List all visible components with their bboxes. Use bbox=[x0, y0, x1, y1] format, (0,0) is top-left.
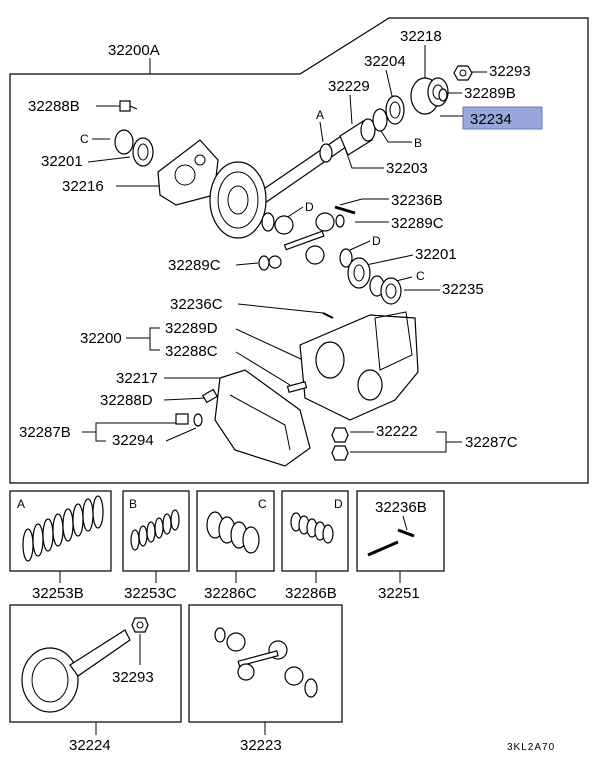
callout-32288D[interactable]: 32288D bbox=[100, 392, 153, 409]
washer-32289C bbox=[335, 214, 345, 228]
pin-32236C bbox=[322, 312, 334, 319]
pin-32236B bbox=[334, 205, 356, 215]
callout-32289C-left[interactable]: 32289C bbox=[168, 257, 221, 274]
svg-text:D: D bbox=[334, 497, 343, 511]
callout-32234[interactable]: 32234 bbox=[470, 111, 512, 128]
callout-32294[interactable]: 32294 bbox=[112, 432, 154, 449]
pinion-shaft bbox=[254, 118, 376, 206]
callout-32201-top[interactable]: 32201 bbox=[41, 153, 83, 170]
callout-32287B[interactable]: 32287B bbox=[19, 424, 71, 441]
kit-label-32251[interactable]: 32251 bbox=[378, 585, 420, 602]
housing-32200 bbox=[299, 311, 419, 421]
callout-32236C[interactable]: 32236C bbox=[170, 296, 223, 313]
ring-gear bbox=[209, 161, 267, 239]
marker-A: A bbox=[316, 108, 324, 122]
shim-D-right bbox=[339, 248, 353, 268]
set-box-32223[interactable] bbox=[188, 604, 343, 723]
shim-C-left bbox=[114, 129, 134, 155]
marker-C-right: C bbox=[416, 269, 425, 283]
flange-32218 bbox=[410, 77, 449, 115]
callout-32222[interactable]: 32222 bbox=[376, 423, 418, 440]
assembly-frame bbox=[9, 17, 589, 484]
bearing-32204 bbox=[372, 95, 405, 132]
plug-32287C bbox=[331, 427, 349, 461]
highlight-box[interactable] bbox=[462, 106, 543, 130]
marker-D-upper: D bbox=[305, 200, 314, 214]
plug-32287B bbox=[175, 413, 189, 425]
bolt-32288C bbox=[286, 381, 308, 393]
marker-C-left: C bbox=[80, 132, 89, 146]
marker-B: B bbox=[414, 136, 422, 150]
set-label-32224[interactable]: 32224 bbox=[69, 737, 111, 754]
kit-label-32286C[interactable]: 32286C bbox=[204, 585, 257, 602]
callout-32293[interactable]: 32293 bbox=[489, 63, 531, 80]
callout-32289D[interactable]: 32289D bbox=[165, 320, 218, 337]
kit-label-32286B[interactable]: 32286B bbox=[285, 585, 337, 602]
kit-box-C[interactable]: C bbox=[196, 490, 275, 572]
drawing-code: 3KL2A70 bbox=[507, 742, 555, 753]
callout-32287C[interactable]: 32287C bbox=[465, 434, 518, 451]
svg-text:C: C bbox=[258, 497, 267, 511]
callout-32216[interactable]: 32216 bbox=[62, 178, 104, 195]
callout-32200[interactable]: 32200 bbox=[80, 330, 122, 347]
bolt-32288B bbox=[119, 100, 138, 112]
side-gear-set bbox=[258, 212, 335, 271]
callout-32235[interactable]: 32235 bbox=[442, 281, 484, 298]
washer-32289B bbox=[438, 88, 448, 102]
kit-box-pins[interactable]: 32236B bbox=[356, 490, 445, 572]
kit-box-B[interactable]: B bbox=[122, 490, 190, 572]
kit-label-32253C[interactable]: 32253C bbox=[124, 585, 177, 602]
callout-32236B-main[interactable]: 32236B bbox=[391, 192, 443, 209]
cover-32217 bbox=[214, 369, 311, 467]
assembly-label: 32200A bbox=[108, 42, 160, 59]
kit-box-A[interactable]: A bbox=[9, 490, 112, 572]
callout-32289B[interactable]: 32289B bbox=[464, 85, 516, 102]
callout-32201-right[interactable]: 32201 bbox=[415, 246, 457, 263]
callout-32203[interactable]: 32203 bbox=[386, 160, 428, 177]
shim-A bbox=[319, 143, 333, 163]
gasket-32294 bbox=[193, 413, 203, 427]
bearing-32235 bbox=[380, 277, 402, 305]
set-box-32224[interactable]: 32293 bbox=[9, 604, 182, 723]
marker-D-right: D bbox=[372, 234, 381, 248]
kit-box-D[interactable]: D bbox=[281, 490, 349, 572]
callout-32204[interactable]: 32204 bbox=[364, 53, 406, 70]
callout-32229[interactable]: 32229 bbox=[328, 78, 370, 95]
bearing-32201-left bbox=[132, 137, 154, 167]
callout-32288C[interactable]: 32288C bbox=[165, 343, 218, 360]
svg-text:32236B: 32236B bbox=[375, 499, 427, 516]
callout-32288B[interactable]: 32288B bbox=[28, 98, 80, 115]
set-label-32223[interactable]: 32223 bbox=[240, 737, 282, 754]
bolt-32288D bbox=[201, 388, 219, 404]
callout-32217[interactable]: 32217 bbox=[116, 370, 158, 387]
kit-label-32253B[interactable]: 32253B bbox=[32, 585, 84, 602]
callout-32289C-right[interactable]: 32289C bbox=[391, 215, 444, 232]
svg-text:32293: 32293 bbox=[112, 669, 154, 686]
differential-case-32216 bbox=[157, 139, 219, 206]
svg-text:B: B bbox=[129, 497, 137, 511]
svg-text:A: A bbox=[17, 497, 25, 511]
nut-32293 bbox=[453, 65, 473, 81]
callout-32218[interactable]: 32218 bbox=[400, 28, 442, 45]
bearing-32201-right bbox=[347, 257, 371, 289]
